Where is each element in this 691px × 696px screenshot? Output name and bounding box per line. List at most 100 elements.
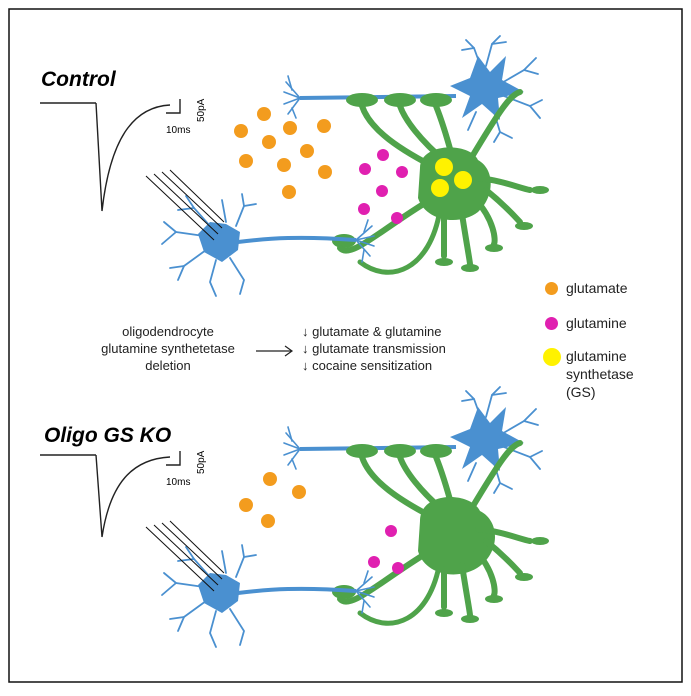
cause-line-3: deletion — [145, 358, 191, 373]
cause-line-2: glutamine synthetetase — [101, 341, 235, 356]
lower-neuron-dendrite — [243, 203, 257, 207]
astrocyte — [332, 440, 549, 626]
mechanism-effects: ↓ glutamate & glutamine ↓ glutamate tran… — [302, 323, 446, 374]
effect-text-1: glutamate & glutamine — [312, 324, 442, 339]
upper-neuron-terminal — [291, 107, 297, 119]
glutamate-dot — [239, 154, 253, 168]
upper-neuron-terminal — [291, 458, 297, 470]
legend-label-glutamate: glutamate — [566, 280, 628, 296]
glutamate-dot — [262, 135, 276, 149]
upper-neuron-dendrite — [465, 390, 483, 422]
lower-neuron-dendrite — [209, 259, 217, 297]
astrocyte-arm-endfoot — [435, 609, 453, 617]
glutamine-cluster — [368, 525, 404, 574]
upper-neuron-dendrite — [523, 420, 539, 426]
glutamate-dot-icon — [545, 282, 558, 295]
lower-neuron-soma — [198, 573, 240, 613]
control-title: Control — [41, 68, 116, 91]
lower-neuron-dendrite — [229, 608, 245, 646]
glutamine-dot — [368, 556, 380, 568]
cause-line-1: oligodendrocyte — [122, 324, 214, 339]
ko-scale-time: 10ms — [166, 477, 191, 488]
lower-neuron-dendrite — [221, 199, 227, 223]
upper-neuron-terminal — [287, 97, 301, 115]
lower-neuron-dendrite — [161, 231, 177, 245]
upper-neuron-terminal — [283, 91, 301, 99]
recording-electrode — [145, 526, 215, 592]
ko-scale-amplitude: 50pA — [196, 450, 207, 474]
glutamine-dot — [391, 212, 403, 224]
upper-neuron-dendrite — [499, 482, 513, 490]
astrocyte-arm — [473, 548, 498, 598]
lower-neuron-dendrite — [209, 610, 217, 648]
legend-label-gs-line-1: glutamine — [566, 348, 627, 364]
lower-neuron-dendrite — [161, 582, 177, 596]
astrocyte-arm-endfoot — [531, 186, 549, 194]
astrocyte-arm-endfoot — [515, 573, 533, 581]
lower-neuron-dendrite — [177, 249, 207, 281]
lower-neuron-terminal — [355, 225, 373, 241]
upper-neuron-soma — [450, 407, 524, 471]
lower-neuron-terminal — [355, 576, 373, 592]
glutamate-dot — [234, 124, 248, 138]
trace-epsc — [95, 102, 171, 212]
figure-border — [8, 8, 683, 683]
lower-neuron-terminal — [363, 570, 369, 584]
upper-neuron — [283, 386, 543, 494]
astrocyte-arm — [459, 211, 473, 267]
ko-panel — [40, 386, 549, 648]
glutamate-cluster — [239, 472, 306, 528]
upper-neuron-dendrite — [485, 35, 501, 67]
down-arrow-icon: ↓ — [302, 324, 309, 339]
astrocyte-arm — [483, 187, 523, 225]
gs-dot — [454, 171, 472, 189]
mechanism-arrow — [256, 345, 294, 357]
recording-electrode — [145, 175, 215, 241]
upper-neuron-dendrite — [491, 41, 507, 45]
lower-neuron-dendrite — [243, 554, 257, 558]
astrocyte-endfoot-upper — [420, 444, 452, 458]
astrocyte-process — [337, 197, 433, 254]
scale-bar — [166, 99, 181, 114]
lower-neuron-dendrite — [229, 257, 245, 295]
legend-label-gs-line-2: synthetase — [566, 366, 634, 382]
recording-electrode — [161, 522, 223, 580]
glutamine-dot — [358, 203, 370, 215]
glutamate-dot — [239, 498, 253, 512]
astrocyte-arm — [483, 538, 523, 576]
upper-neuron-terminal — [287, 426, 293, 442]
upper-neuron-dendrite — [485, 386, 501, 418]
astrocyte-arm — [475, 175, 533, 193]
lower-neuron-dendrite — [177, 600, 207, 632]
mechanism-cause: oligodendrocyte glutamine synthetetase d… — [73, 323, 263, 374]
glutamate-dot — [263, 472, 277, 486]
astrocyte-arm — [475, 526, 533, 544]
legend-item-gs: glutamine synthetase (GS) — [543, 347, 634, 401]
effect-text-2: glutamate transmission — [312, 341, 446, 356]
glutamine-cluster — [358, 149, 408, 224]
glutamine-dot — [385, 525, 397, 537]
glutamate-dot — [277, 158, 291, 172]
effect-line-2: ↓ glutamate transmission — [302, 340, 446, 357]
astrocyte-process — [467, 89, 523, 163]
lower-neuron-terminal — [361, 600, 365, 614]
astrocyte-arm-endfoot — [485, 244, 503, 252]
astrocyte-endfoot-upper — [346, 93, 378, 107]
astrocyte-arm-endfoot — [531, 537, 549, 545]
glutamate-dot — [300, 144, 314, 158]
glutamate-dot — [282, 185, 296, 199]
recording-electrode — [169, 520, 225, 574]
control-scale-time: 10ms — [166, 125, 191, 136]
lower-neuron-terminal — [363, 219, 369, 233]
lower-neuron-dendrite — [163, 221, 205, 237]
upper-neuron-terminal — [285, 81, 301, 99]
control-scale-amplitude: 50pA — [196, 98, 207, 122]
upper-neuron-dendrite — [529, 99, 543, 107]
glutamine-dot — [359, 163, 371, 175]
upper-neuron-dendrite — [491, 392, 507, 396]
lower-neuron-terminal — [355, 586, 375, 592]
legend-label-glutamine: glutamine — [566, 315, 627, 331]
astrocyte-arm-endfoot — [435, 258, 453, 266]
lower-neuron — [145, 520, 375, 648]
